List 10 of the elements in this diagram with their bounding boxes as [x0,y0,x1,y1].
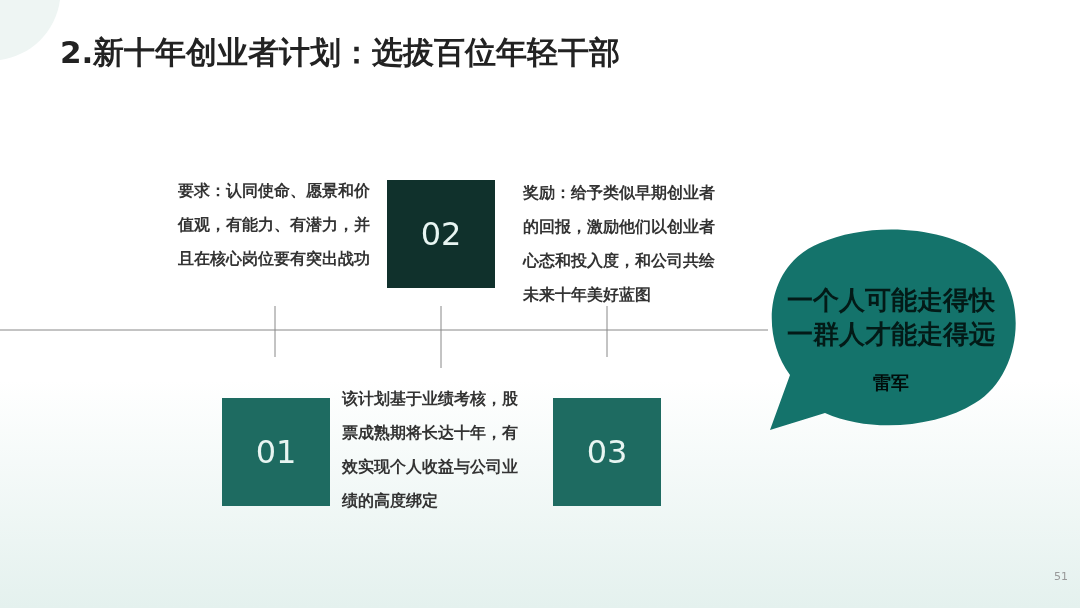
description-text: 该计划基于业绩考核，股票成熟期将长达十年，有效实现个人收益与公司业绩的高度绑定 [342,388,519,512]
quote-text: 一个人可能走得快一群人才能走得远 [786,284,996,351]
number-box: 02 [387,180,495,288]
description-text: 要求：认同使命、愿景和价值观，有能力、有潜力，并且在核心岗位要有突出战功 [178,180,371,270]
number-box: 03 [553,398,661,506]
slide-title: 2.新十年创业者计划：选拔百位年轻干部 [60,33,621,72]
description-text: 奖励：给予类似早期创业者的回报，激励他们以创业者心态和投入度，和公司共绘未来十年美好蓝图 [523,182,716,306]
quote-author: 雷军 [872,371,910,395]
number-box: 01 [222,398,330,506]
page-number: 51 [1054,570,1069,583]
